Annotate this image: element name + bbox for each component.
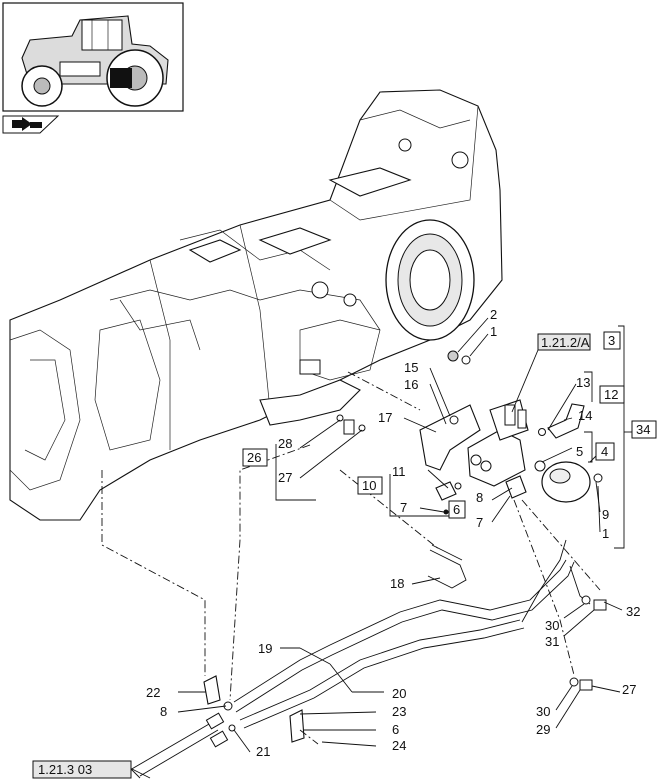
callout-29: 29 (536, 722, 550, 737)
callout-9: 9 (602, 507, 609, 522)
callout-30a: 30 (545, 618, 559, 633)
plain-callouts: 2 1 15 16 17 13 14 5 28 27 11 8 7 7 9 1 … (146, 307, 640, 759)
ref-box-bottom[interactable]: 1.21.3 03 (32, 760, 132, 779)
callout-24: 24 (392, 738, 406, 753)
callout-14: 14 (578, 408, 592, 423)
tractor-icon (21, 15, 169, 107)
callout-23: 23 (392, 704, 406, 719)
callout-7a: 7 (400, 500, 407, 515)
callout-15: 15 (404, 360, 418, 375)
leader-lines (129, 317, 632, 779)
callout-7b: 7 (476, 515, 483, 530)
callout-16: 16 (404, 377, 418, 392)
callout-32: 32 (626, 604, 640, 619)
tractor-thumbnail (2, 2, 184, 112)
callout-21: 21 (256, 744, 270, 759)
callout-2: 2 (490, 307, 497, 322)
callout-31: 31 (545, 634, 559, 649)
callout-20: 20 (392, 686, 406, 701)
boxed-callouts: 3 34 12 4 26 10 6 (242, 331, 657, 519)
book-arrow-icon[interactable] (2, 115, 60, 134)
callout-10: 10 (362, 478, 376, 493)
ref-box-top[interactable]: 1.21.2/A (537, 333, 591, 351)
callout-18: 18 (390, 576, 404, 591)
valve-assembly (336, 350, 603, 515)
callout-30b: 30 (536, 704, 550, 719)
callout-11: 11 (392, 464, 406, 479)
callout-26: 26 (247, 450, 261, 465)
callout-3: 3 (608, 333, 615, 348)
callout-13: 13 (576, 375, 590, 390)
callout-28: 28 (278, 436, 292, 451)
transmission-housing (9, 89, 503, 521)
callout-27a: 27 (278, 470, 292, 485)
pipes (129, 539, 607, 777)
callout-8b: 8 (160, 704, 167, 719)
callout-27b: 27 (622, 682, 636, 697)
callout-4: 4 (601, 444, 608, 459)
callout-19: 19 (258, 641, 272, 656)
ref-top-label: 1.21.2/A (541, 335, 590, 350)
callout-12: 12 (604, 387, 618, 402)
callout-6a: 6 (453, 502, 460, 517)
callout-1a: 1 (490, 324, 497, 339)
ref-bottom-label: 1.21.3 03 (38, 762, 92, 777)
callout-34: 34 (636, 422, 650, 437)
callout-17: 17 (378, 410, 392, 425)
callout-1b: 1 (602, 526, 609, 541)
callout-5: 5 (576, 444, 583, 459)
callout-6b: 6 (392, 722, 399, 737)
callout-22: 22 (146, 685, 160, 700)
callout-8a: 8 (476, 490, 483, 505)
